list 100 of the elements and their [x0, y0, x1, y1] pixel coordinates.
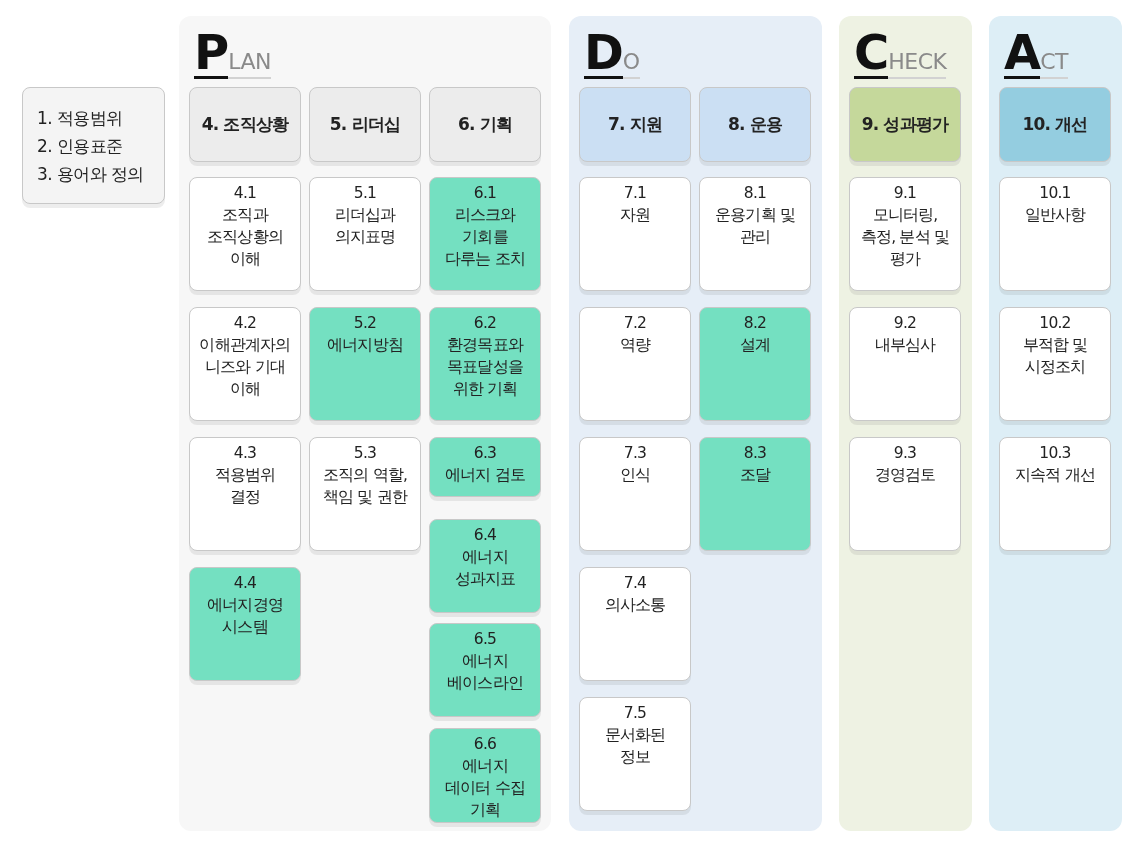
clause-header-card	[429, 87, 541, 162]
subclause-title: 역량	[619, 335, 651, 356]
subclause-card	[189, 437, 301, 551]
subclause-title: 인식	[619, 465, 651, 486]
subclause-number: 7.1	[623, 183, 647, 204]
subclause-card	[999, 307, 1111, 421]
subclause-card	[429, 307, 541, 421]
subclause-title: 에너지경영 시스템	[206, 595, 284, 638]
subclause-title: 문서화된 정보	[603, 725, 667, 768]
subclause-title: 일반사항	[1024, 205, 1086, 226]
clause-title: 7. 지원	[607, 113, 663, 136]
subclause-card	[429, 437, 541, 497]
subclause-title: 에너지 베이스라인	[446, 651, 524, 694]
subclause-card	[429, 728, 541, 823]
subclause-title: 리스크와 기회를 다루는 조치	[443, 205, 527, 270]
subclause-number: 8.1	[743, 183, 767, 204]
subclause-number: 9.2	[893, 313, 917, 334]
subclause-title: 에너지 검토	[444, 465, 526, 486]
subclause-card	[699, 307, 811, 421]
subclause-card	[699, 437, 811, 551]
subclause-number: 6.6	[473, 734, 497, 755]
subclause-title: 모니터링, 측정, 분석 및 평가	[859, 205, 951, 270]
subclause-number: 5.1	[353, 183, 377, 204]
clause-item: 1. 적용범위	[37, 106, 123, 130]
subclause-card	[579, 697, 691, 811]
clause-title: 5. 리더십	[329, 113, 401, 136]
subclause-card	[579, 307, 691, 421]
clause-item: 3. 용어와 정의	[37, 162, 144, 186]
clause-title: 6. 기획	[457, 113, 513, 136]
subclause-number: 4.2	[233, 313, 257, 334]
subclause-card	[429, 519, 541, 613]
subclause-card	[579, 437, 691, 551]
subclause-title: 에너지방침	[327, 335, 403, 356]
subclause-card	[849, 177, 961, 291]
subclause-card	[579, 567, 691, 681]
subclause-number: 8.2	[743, 313, 767, 334]
subclause-card	[309, 437, 421, 551]
clause-header-card	[309, 87, 421, 162]
subclause-number: 4.1	[233, 183, 257, 204]
subclause-title: 에너지 성과지표	[453, 547, 517, 590]
clause-header-card	[579, 87, 691, 162]
subclause-number: 6.5	[473, 629, 497, 650]
subclause-title: 경영검토	[874, 465, 936, 486]
subclause-number: 4.3	[233, 443, 257, 464]
subclause-card	[309, 307, 421, 421]
subclause-card	[999, 177, 1111, 291]
subclause-title: 의사소통	[604, 595, 666, 616]
subclause-number: 6.1	[473, 183, 497, 204]
clause-header-card	[699, 87, 811, 162]
subclause-number: 10.3	[1039, 443, 1071, 464]
subclause-number: 8.3	[743, 443, 767, 464]
clause-item: 2. 인용표준	[37, 134, 123, 158]
subclause-title: 적용범위 결정	[213, 465, 277, 508]
subclause-title: 환경목표와 목표달성을 위한 기획	[446, 335, 525, 400]
subclause-card	[189, 307, 301, 421]
clause-list-card	[22, 87, 165, 204]
subclause-title: 조직의 역할, 책임 및 권한	[321, 465, 409, 508]
subclause-title: 에너지 데이터 수집 기획	[443, 756, 527, 821]
subclause-card	[189, 567, 301, 681]
subclause-card	[429, 177, 541, 291]
subclause-card	[579, 177, 691, 291]
subclause-card	[429, 623, 541, 717]
subclause-number: 10.2	[1039, 313, 1071, 334]
subclause-number: 5.3	[353, 443, 377, 464]
subclause-title: 리더십과 의지표명	[333, 205, 397, 248]
subclause-card	[189, 177, 301, 291]
clause-header-card	[999, 87, 1111, 162]
subclause-card	[699, 177, 811, 291]
clause-title: 4. 조직상황	[201, 113, 289, 136]
clause-header-card	[189, 87, 301, 162]
subclause-title: 지속적 개선	[1014, 465, 1096, 486]
phase-panel	[839, 16, 972, 831]
subclause-number: 7.5	[623, 703, 647, 724]
phase-panel	[179, 16, 551, 831]
clause-title: 10. 개선	[1022, 113, 1088, 136]
subclause-number: 6.2	[473, 313, 497, 334]
clause-header-card	[849, 87, 961, 162]
subclause-card	[849, 307, 961, 421]
subclause-title: 운용기획 및 관리	[713, 205, 797, 248]
subclause-number: 7.3	[623, 443, 647, 464]
clause-title: 9. 성과평가	[861, 113, 949, 136]
subclause-number: 6.4	[473, 525, 497, 546]
subclause-number: 7.2	[623, 313, 647, 334]
subclause-number: 4.4	[233, 573, 257, 594]
subclause-number: 9.3	[893, 443, 917, 464]
subclause-title: 조직과 조직상황의 이해	[206, 205, 284, 270]
phase-panel	[569, 16, 822, 831]
subclause-card	[309, 177, 421, 291]
subclause-title: 이해관계자의 니즈와 기대 이해	[199, 335, 291, 400]
subclause-card	[849, 437, 961, 551]
subclause-title: 내부심사	[874, 335, 936, 356]
subclause-title: 부적합 및 시정조치	[1021, 335, 1089, 378]
subclause-number: 6.3	[473, 443, 497, 464]
subclause-number: 5.2	[353, 313, 377, 334]
phase-panel	[989, 16, 1122, 831]
subclause-number: 7.4	[623, 573, 647, 594]
subclause-card	[999, 437, 1111, 551]
subclause-title: 조달	[739, 465, 771, 486]
subclause-number: 9.1	[893, 183, 917, 204]
subclause-number: 10.1	[1039, 183, 1071, 204]
